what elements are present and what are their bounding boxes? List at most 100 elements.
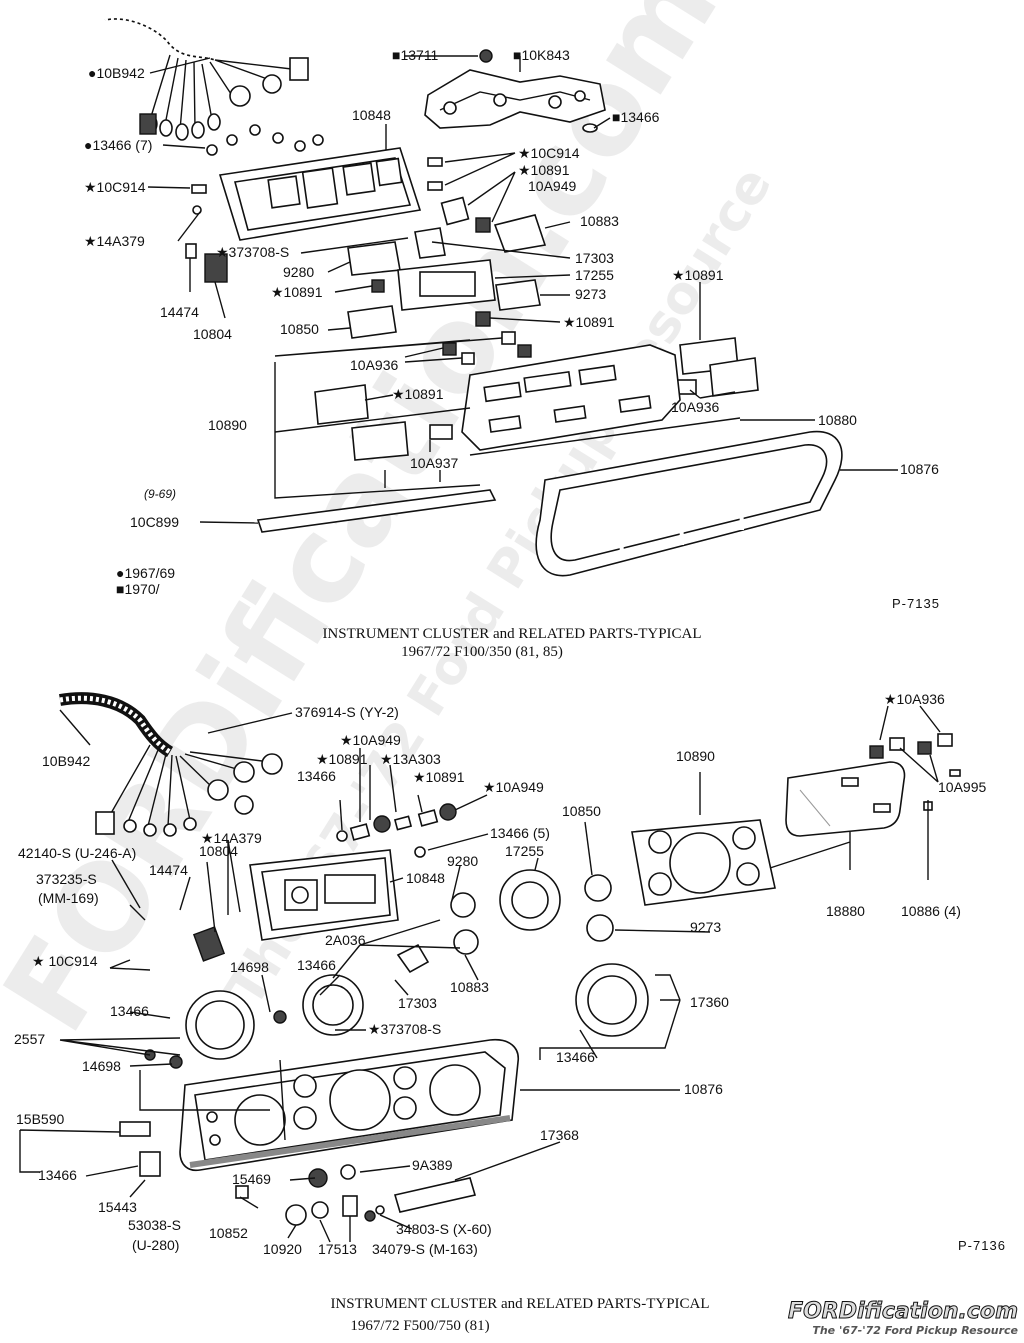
label-10a937: 10A937 — [410, 455, 458, 471]
bulb-row — [336, 803, 457, 858]
label-34079s: 34079-S (M-163) — [372, 1241, 478, 1257]
label-9280-b: 9280 — [447, 853, 478, 869]
label-14a379: ★14A379 — [84, 233, 145, 249]
label-10890: 10890 — [208, 417, 247, 433]
brand-sub: The '67-'72 Ford Pickup Resource — [812, 1324, 1018, 1337]
gauges-top — [185, 157, 547, 339]
label-u280: (U-280) — [132, 1237, 179, 1253]
bezel-10876-b — [179, 1038, 519, 1172]
label-373708s-b: ★373708-S — [368, 1021, 441, 1037]
caption-bottom-line1: INSTRUMENT CLUSTER and RELATED PARTS-TYP… — [330, 1296, 709, 1312]
label-13466-7: ●13466 (7) — [84, 137, 152, 153]
lens-18880 — [785, 761, 906, 837]
caption-top-line2: 1967/72 F100/350 (81, 85) — [401, 644, 563, 660]
leaders-bottom — [19, 705, 941, 1243]
diagram-bottom: 376914-S (YY-2) 10B942 ★10A949 ★10891 ★1… — [14, 691, 1005, 1334]
date-note: (9-69) — [144, 487, 176, 501]
label-10b942-b: 10B942 — [42, 753, 90, 769]
legend-1967-69: ●1967/69 — [116, 565, 175, 581]
label-15469: 15469 — [232, 1171, 271, 1187]
label-17360: 17360 — [690, 994, 729, 1010]
lenses-top — [314, 331, 759, 461]
label-10891-d: ★10891 — [563, 314, 615, 330]
label-10891-a: ★10891 — [518, 162, 570, 178]
label-9a389: 9A389 — [412, 1157, 453, 1173]
label-10850-b: 10850 — [562, 803, 601, 819]
label-10850: 10850 — [280, 321, 319, 337]
label-10a936-a: 10A936 — [350, 357, 398, 373]
label-9273-b: 9273 — [690, 919, 721, 935]
label-10c914-left: ★10C914 — [84, 179, 146, 195]
cluster-housing-10848 — [218, 147, 422, 241]
label-10876-b: 10876 — [684, 1081, 723, 1097]
label-17513: 17513 — [318, 1241, 357, 1257]
label-10891-e: ★10891 — [392, 386, 444, 402]
gauges-bottom — [119, 869, 649, 1177]
label-10891-b: ★10891 — [672, 267, 724, 283]
labels-top: ●10B942 ■13711 ■10K843 ■13466 10848 ●134… — [84, 47, 939, 660]
printed-circuit-10k843 — [424, 49, 606, 133]
caption-top-line1: INSTRUMENT CLUSTER and RELATED PARTS-TYP… — [322, 626, 701, 642]
lens-and-seal — [256, 417, 741, 533]
label-13a303: ★13A303 — [380, 751, 441, 767]
label-10848-b: 10848 — [406, 870, 445, 886]
label-10a936-b: 10A936 — [671, 399, 719, 415]
diagram-top: ●10B942 ■13711 ■10K843 ■13466 10848 ●134… — [84, 17, 939, 660]
label-2a036: 2A036 — [325, 932, 366, 948]
label-14698-b: 14698 — [82, 1058, 121, 1074]
label-14698-a: 14698 — [230, 959, 269, 975]
label-15443: 15443 — [98, 1199, 137, 1215]
label-17303: 17303 — [575, 250, 614, 266]
label-18880: 18880 — [826, 903, 865, 919]
label-42140s: 42140-S (U-246-A) — [18, 845, 136, 861]
label-10c899: 10C899 — [130, 514, 179, 530]
bulbs-13466 — [206, 124, 324, 156]
label-mm169: (MM-169) — [38, 890, 99, 906]
label-10b942: ●10B942 — [88, 65, 145, 81]
switch-parts — [235, 1164, 477, 1226]
label-10a995: 10A995 — [938, 779, 986, 795]
label-10848: 10848 — [352, 107, 391, 123]
label-10891-bb: ★10891 — [316, 751, 368, 767]
label-13466-b3: 13466 — [110, 1003, 149, 1019]
mask-10890-b — [631, 819, 776, 906]
label-10890-b: 10890 — [676, 748, 715, 764]
label-17368: 17368 — [540, 1127, 579, 1143]
label-14474: 14474 — [160, 304, 199, 320]
cluster-housing-10848-b — [249, 849, 399, 941]
label-10804-b: 10804 — [199, 843, 238, 859]
label-10891-b2: ★10891 — [413, 769, 465, 785]
label-10a949-b: ★10A949 — [483, 779, 544, 795]
label-13466-b4: 13466 — [556, 1049, 595, 1065]
label-10k843: ■10K843 — [513, 47, 570, 63]
label-10a936-bb: ★10A936 — [884, 691, 945, 707]
labels-bottom: 376914-S (YY-2) 10B942 ★10A949 ★10891 ★1… — [14, 691, 1005, 1334]
label-13711: ■13711 — [392, 47, 439, 63]
bezel-10876 — [535, 430, 843, 577]
label-373708s: ★373708-S — [216, 244, 289, 260]
label-13466-gages: ■13466 — [612, 109, 660, 125]
label-17255: 17255 — [575, 267, 614, 283]
label-10883-b: 10883 — [450, 979, 489, 995]
wiring-harness-bottom — [59, 692, 283, 837]
label-13466-b2: 13466 — [297, 957, 336, 973]
brand-main: FORDification.com — [788, 1299, 1018, 1324]
leaders-top — [147, 55, 898, 524]
legend-1970: ■1970/ — [116, 581, 160, 597]
label-15b590: 15B590 — [16, 1111, 64, 1127]
label-10891-c: ★10891 — [271, 284, 323, 300]
label-17303-b: 17303 — [398, 995, 437, 1011]
label-373235s: 373235-S — [36, 871, 97, 887]
label-10c914-right: ★10C914 — [518, 145, 580, 161]
label-9273: 9273 — [575, 286, 606, 302]
wiring-harness-top — [104, 17, 309, 141]
label-10883: 10883 — [580, 213, 619, 229]
label-14a379-b: ★14A379 — [201, 830, 262, 846]
label-10a949: 10A949 — [528, 178, 576, 194]
label-10a949-a: ★10A949 — [340, 732, 401, 748]
label-53038s: 53038-S — [128, 1217, 181, 1233]
label-10920: 10920 — [263, 1241, 302, 1257]
label-10c914-b: ★ 10C914 — [32, 953, 98, 969]
label-14474-b: 14474 — [149, 862, 188, 878]
